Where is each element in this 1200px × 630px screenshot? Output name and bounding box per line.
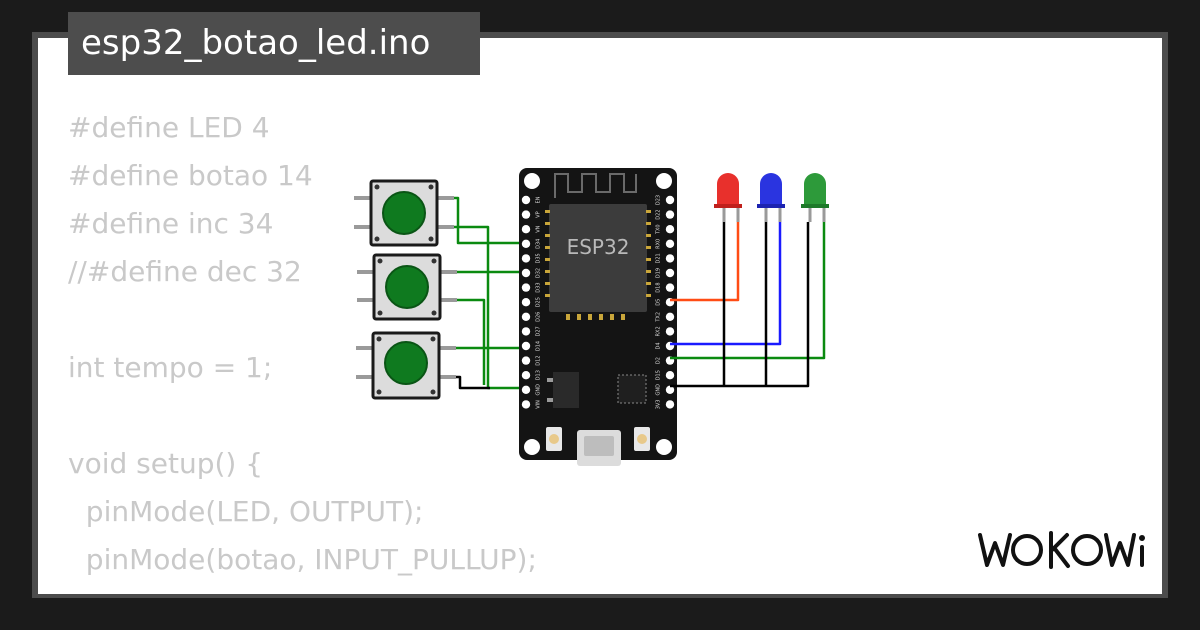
pushbutton-3[interactable] [356,331,456,400]
right-pin-d19[interactable] [665,268,675,278]
right-pin-label: TX2 [656,312,662,323]
left-pin-d25[interactable] [521,298,531,307]
left-pin-label: D33 [536,282,542,292]
left-pin-d27[interactable] [521,327,531,336]
right-pin-label: TX0 [656,224,662,235]
right-pin-label: D22 [656,209,662,219]
right-pin-label: D5 [656,299,662,306]
right-pin-d18[interactable] [665,283,675,292]
right-pin-d15[interactable] [665,371,675,380]
left-pin-label: D27 [536,326,542,336]
right-pin-tx2[interactable] [665,312,675,321]
left-pin-d34[interactable] [521,239,531,248]
pushbutton-2[interactable] [357,253,457,321]
right-pin-tx0[interactable] [665,225,675,234]
left-pin-label: D25 [536,297,542,307]
left-pin-d26[interactable] [521,312,531,321]
left-pin-en[interactable] [521,195,531,205]
left-pin-label: D32 [536,268,542,278]
left-pin-label: D12 [536,355,542,365]
left-pin-label: GND [536,384,542,396]
led-wires [670,222,826,388]
board-label: ESP32 [567,235,630,259]
left-pin-label: D14 [536,341,542,351]
right-pin-label: D19 [656,268,662,278]
left-pin-label: D26 [536,312,542,322]
left-pin-vn[interactable] [521,225,531,234]
right-pin-label: D2 [656,357,662,364]
right-pin-label: GND [656,384,662,396]
wokwi-logo [978,531,1145,569]
left-pin-label: D13 [536,370,542,380]
left-pin-label: VN [536,225,542,232]
right-pin-label: D15 [656,370,662,380]
led-red[interactable] [714,173,742,222]
left-pin-d33[interactable] [521,283,531,292]
left-pin-d13[interactable] [521,371,531,380]
pushbutton-1[interactable] [354,179,454,247]
right-pin-d23[interactable] [665,195,675,205]
left-pin-vp[interactable] [521,210,531,219]
code-line: void setup() { [68,447,264,480]
led-green[interactable] [801,173,829,222]
left-pin-d12[interactable] [521,356,531,365]
right-pin-d21[interactable] [665,254,675,263]
code-line: //#define dec 32 [68,255,302,288]
left-pin-vin[interactable] [521,400,531,409]
right-pin-label: 3V3 [656,400,662,410]
left-pin-d35[interactable] [521,254,531,263]
right-pin-label: D23 [656,195,662,205]
left-pin-d14[interactable] [521,341,531,351]
right-pin-rx2[interactable] [665,327,675,336]
right-pin-label: D18 [656,282,662,292]
code-line: int tempo = 1; [68,351,273,384]
right-pin-d22[interactable] [665,210,675,219]
right-pin-label: D21 [656,253,662,263]
left-pin-label: VP [536,211,542,217]
left-pin-label: D35 [536,253,542,263]
code-line: pinMode(LED, OUTPUT); [68,495,424,528]
left-pin-gnd[interactable] [521,385,531,394]
project-title: esp32_botao_led.ino [68,12,480,75]
right-pin-rx0[interactable] [665,239,675,248]
code-line: pinMode(inc, INPUT_PULLUP); [68,584,537,594]
right-pin-label: D4 [656,342,662,349]
left-pin-d32[interactable] [521,268,531,278]
right-pin-label: RX0 [656,239,662,249]
code-line: #define inc 34 [68,207,274,240]
code-line: #define LED 4 [68,111,270,144]
right-pin-label: RX2 [656,326,662,336]
left-pin-label: D34 [536,239,542,249]
left-pin-label: EN [536,196,542,203]
left-pin-label: VIN [536,400,542,409]
right-pin-gnd[interactable] [665,385,675,394]
code-listing: #define LED 4 #define botao 14 #define i… [68,104,537,594]
led-blue[interactable] [757,173,785,222]
right-pin-3v3[interactable] [665,400,675,409]
code-line: pinMode(botao, INPUT_PULLUP); [68,543,537,576]
code-line: #define botao 14 [68,159,313,192]
button-wires [454,196,526,390]
